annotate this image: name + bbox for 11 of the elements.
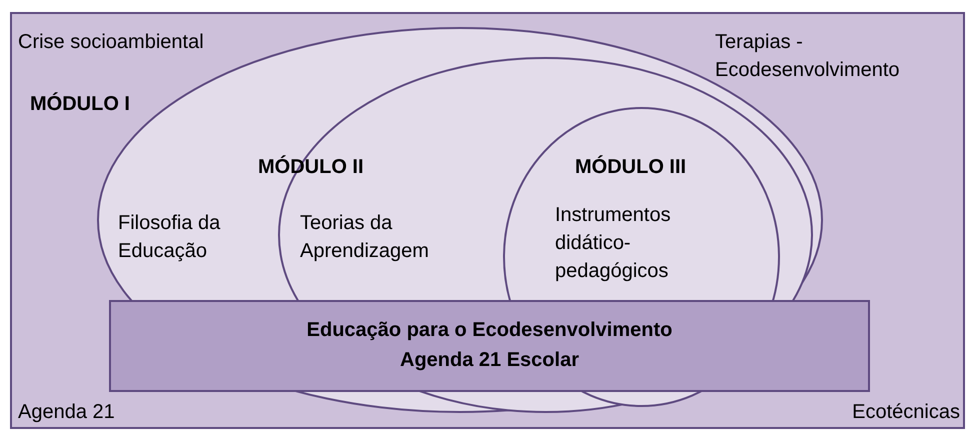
corner-label: Terapias - Ecodesenvolvimento [715, 31, 900, 81]
module-title: MÓDULO I [30, 93, 130, 115]
module-text: Instrumentos didático-pedagógicos [555, 204, 671, 282]
corner-label: Agenda 21 [18, 401, 115, 423]
module-text: Teorias da Aprendizagem [300, 212, 429, 262]
banner-text: Educação para o Ecodesenvolvimento [306, 319, 672, 341]
module-title: MÓDULO III [575, 156, 686, 178]
corner-label: Crise socioambiental [18, 31, 204, 53]
corner-label: Ecotécnicas [852, 401, 960, 423]
banner-text: Agenda 21 Escolar [400, 349, 579, 371]
module-text: Filosofia da Educação [118, 212, 220, 262]
